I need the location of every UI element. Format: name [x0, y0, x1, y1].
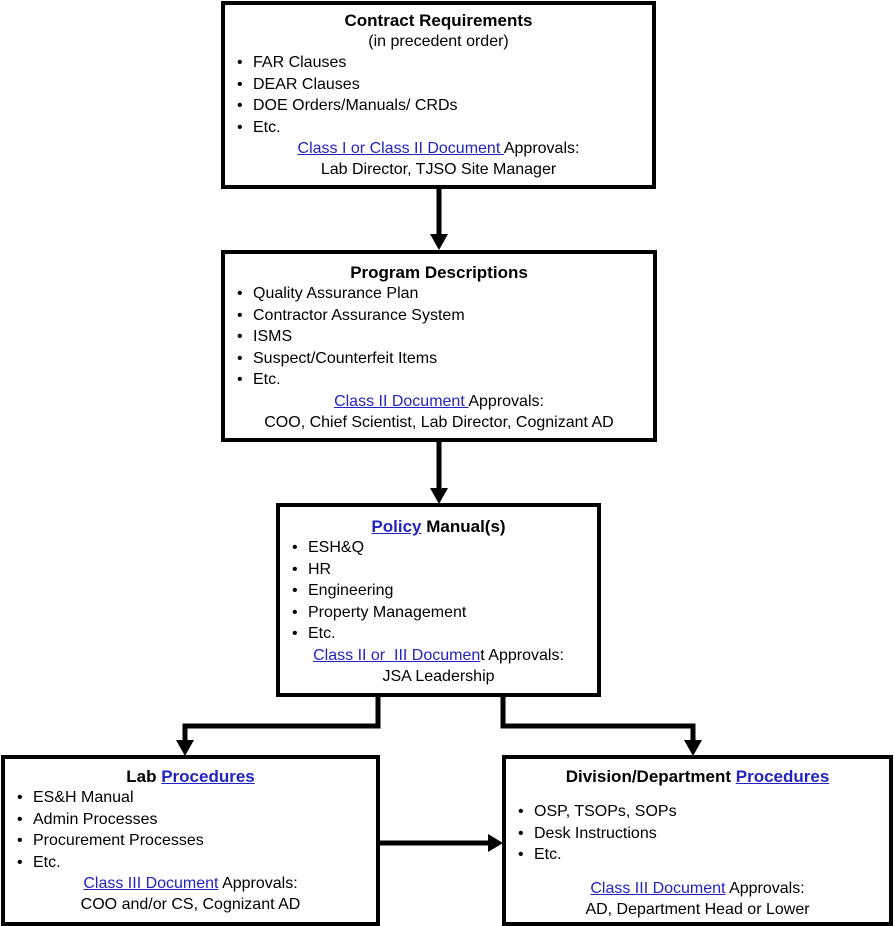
approval-label: Approvals: — [503, 140, 580, 157]
list-item: DEAR Clauses — [231, 74, 646, 96]
list-item: Admin Processes — [11, 809, 370, 831]
list-item: ISMS — [231, 326, 647, 348]
division-procedures-title: Division/Department Procedures — [512, 767, 883, 787]
lab-title-prefix: Lab — [126, 767, 162, 786]
lab-approval-line: Class III Document Approvals: — [11, 873, 370, 894]
arrowhead-lab — [176, 740, 194, 756]
division-title-prefix: Division/Department — [565, 767, 736, 786]
contract-approvers: Lab Director, TJSO Site Manager — [320, 161, 557, 178]
class-document-link[interactable]: Class III Document — [83, 875, 219, 892]
list-item: ES&H Manual — [11, 787, 370, 809]
list-item: Etc. — [231, 117, 646, 139]
arrow-policy-to-lab — [182, 697, 381, 742]
policy-approvers: JSA Leadership — [382, 667, 495, 685]
policy-manuals-title: Policy Manual(s) — [286, 517, 591, 537]
lab-procedures-title: Lab Procedures — [11, 767, 370, 787]
policy-approval-line: Class II or III Document Approvals: — [286, 645, 591, 666]
contract-requirements-list: FAR Clauses DEAR Clauses DOE Orders/Manu… — [231, 52, 646, 138]
division-procedures-box: Division/Department Procedures OSP, TSOP… — [502, 755, 893, 926]
lab-procedures-list: ES&H Manual Admin Processes Procurement … — [11, 787, 370, 873]
approval-label: t Approvals: — [480, 646, 564, 664]
program-descriptions-list: Quality Assurance Plan Contractor Assura… — [231, 283, 647, 391]
lab-approvers: COO and/or CS, Cognizant AD — [80, 896, 301, 913]
list-item: Etc. — [11, 852, 370, 874]
list-item: Procurement Processes — [11, 830, 370, 852]
policy-link[interactable]: Policy — [371, 517, 422, 536]
division-approvers: AD, Department Head or Lower — [585, 900, 810, 918]
policy-title-suffix: Manual(s) — [421, 517, 506, 536]
program-descriptions-title: Program Descriptions — [350, 263, 528, 282]
arrowhead-policy — [430, 488, 448, 504]
list-item: OSP, TSOPs, SOPs — [512, 801, 883, 823]
approval-label: Approvals: — [468, 392, 544, 410]
division-procedures-list: OSP, TSOPs, SOPs Desk Instructions Etc. — [512, 801, 883, 866]
approval-label: Approvals: — [218, 875, 298, 892]
class-document-link[interactable]: Class II Document — [334, 392, 469, 410]
list-item: Desk Instructions — [512, 823, 883, 845]
class-document-link[interactable]: Class I or Class II Document — [297, 140, 504, 157]
program-approval-line: Class II Document Approvals: — [231, 391, 647, 412]
list-item: Etc. — [512, 844, 883, 866]
list-item: Etc. — [231, 369, 647, 391]
procedures-link[interactable]: Procedures — [735, 767, 830, 786]
program-approvers: COO, Chief Scientist, Lab Director, Cogn… — [264, 413, 614, 431]
class-document-link[interactable]: Class III Document — [590, 879, 726, 897]
arrowhead-program — [430, 234, 448, 250]
policy-manuals-list: ESH&Q HR Engineering Property Management… — [286, 537, 591, 645]
list-item: Quality Assurance Plan — [231, 283, 647, 305]
list-item: HR — [286, 559, 591, 581]
program-descriptions-box: Program Descriptions Quality Assurance P… — [221, 250, 657, 442]
list-item: Etc. — [286, 623, 591, 645]
contract-requirements-subtitle: (in precedent order) — [368, 33, 509, 50]
list-item: Suspect/Counterfeit Items — [231, 348, 647, 370]
approval-label: Approvals: — [725, 879, 805, 897]
list-item: Property Management — [286, 602, 591, 624]
arrow-policy-to-division — [500, 697, 696, 742]
contract-approval-line: Class I or Class II Document Approvals: — [231, 138, 646, 159]
list-item: Contractor Assurance System — [231, 305, 647, 327]
contract-requirements-title: Contract Requirements — [344, 11, 533, 30]
procedures-link[interactable]: Procedures — [161, 767, 255, 786]
list-item: DOE Orders/Manuals/ CRDs — [231, 95, 646, 117]
contract-requirements-box: Contract Requirements (in precedent orde… — [221, 1, 656, 189]
policy-manuals-box: Policy Manual(s) ESH&Q HR Engineering Pr… — [276, 503, 601, 697]
list-item: Engineering — [286, 580, 591, 602]
list-item: FAR Clauses — [231, 52, 646, 74]
lab-procedures-box: Lab Procedures ES&H Manual Admin Process… — [1, 755, 380, 926]
arrowhead-lab-to-division — [488, 834, 503, 852]
class-document-link[interactable]: Class II or III Documen — [313, 646, 481, 664]
arrowhead-division — [684, 740, 702, 756]
division-approval-line: Class III Document Approvals: — [512, 878, 883, 899]
list-item: ESH&Q — [286, 537, 591, 559]
